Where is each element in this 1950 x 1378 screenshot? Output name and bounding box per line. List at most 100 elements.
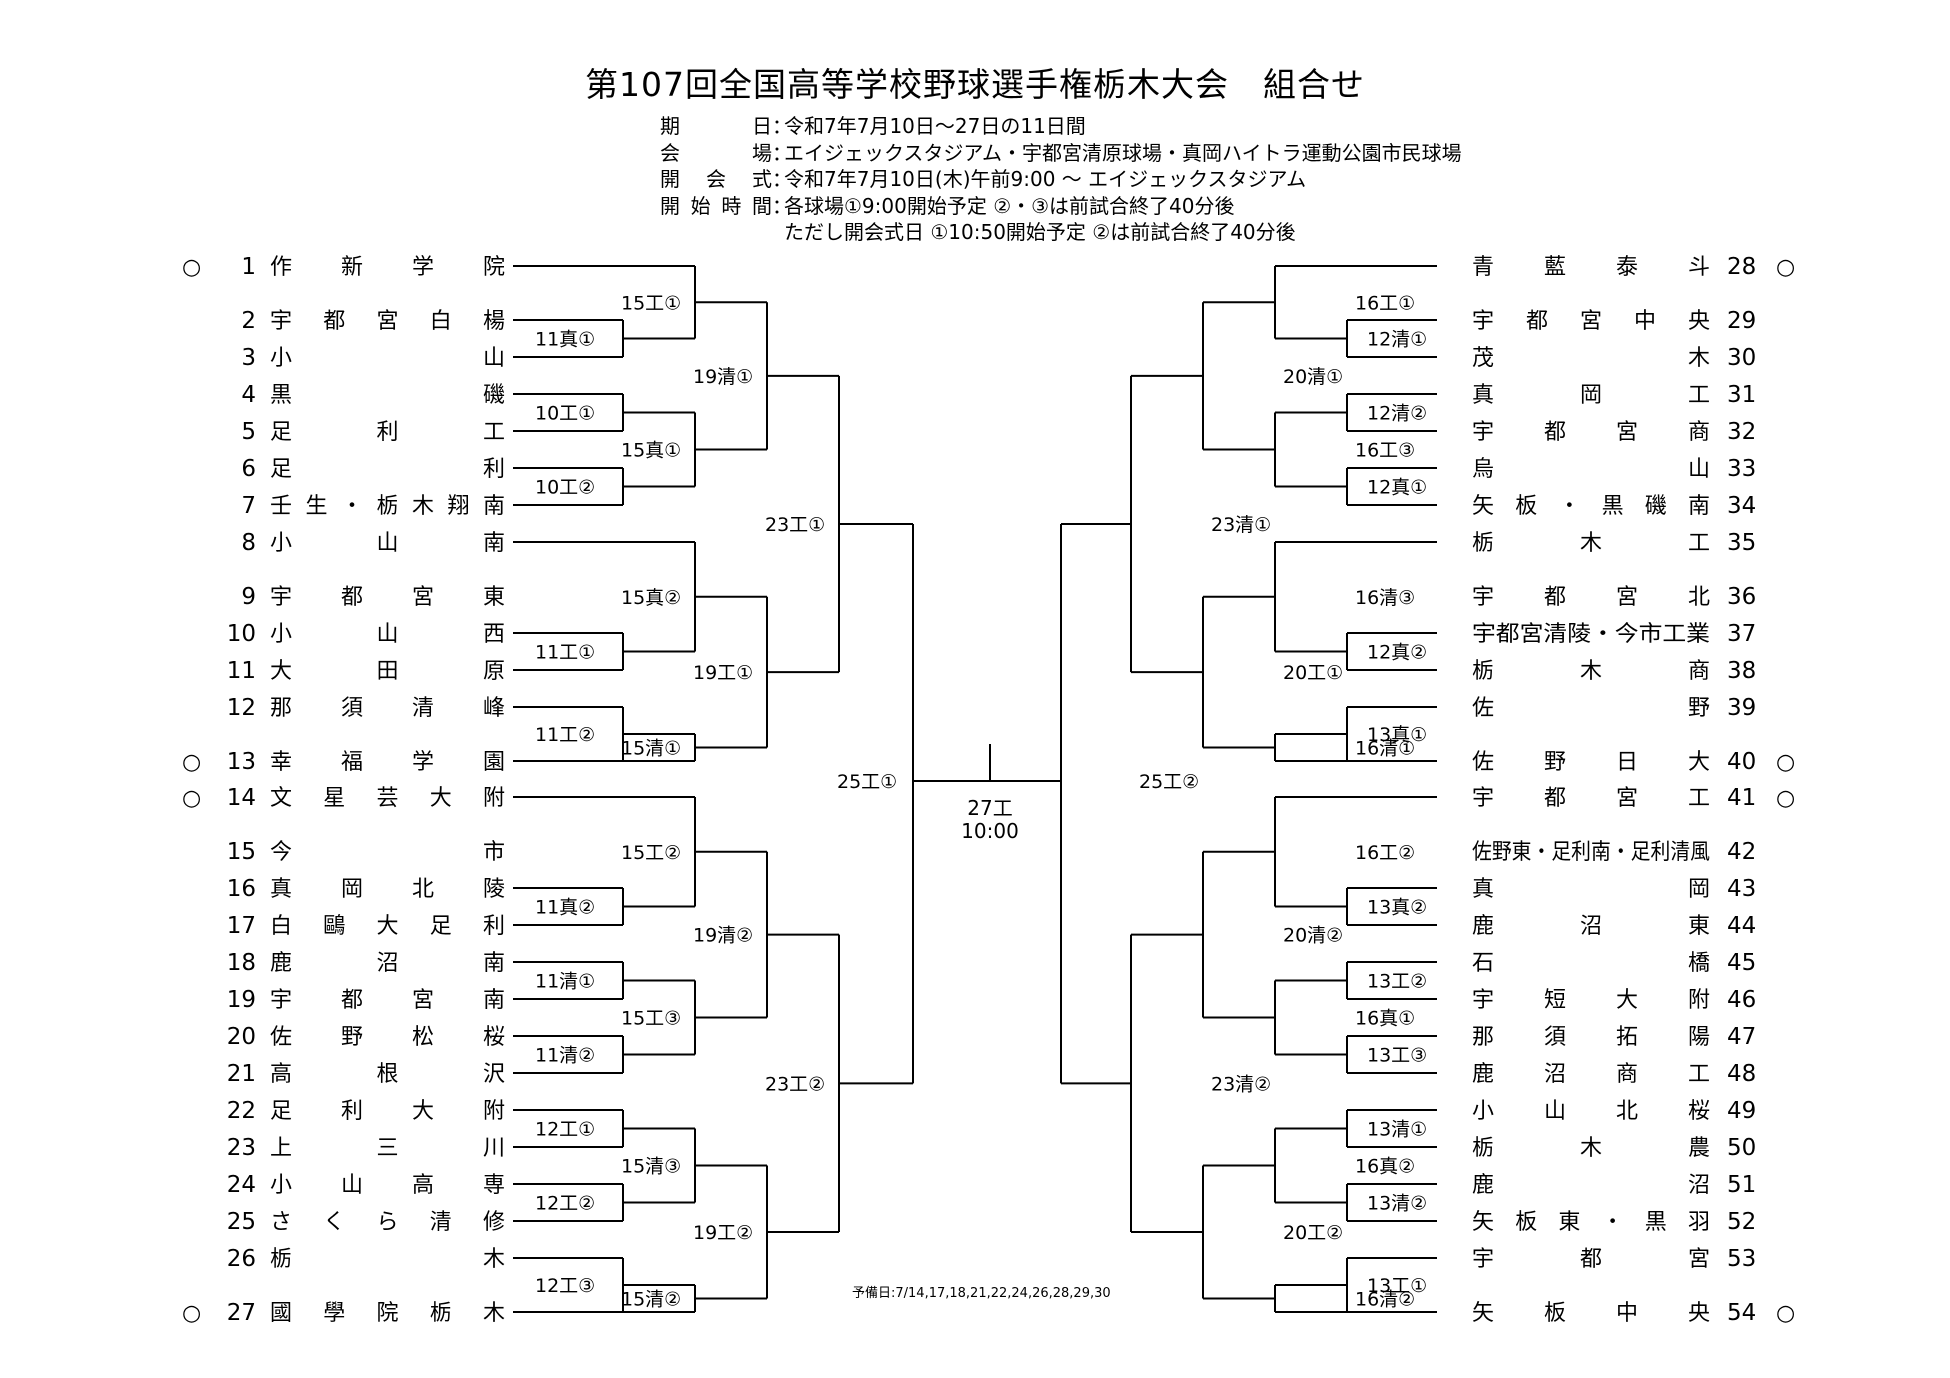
team-name: 宇都宮東 [270, 585, 505, 610]
team-number: 33 [1727, 456, 1756, 482]
team-number: 19 [227, 987, 256, 1013]
match-label: 13工② [1367, 971, 1427, 993]
team-name: 真岡工 [1472, 383, 1710, 408]
match-label: 19工② [693, 1222, 753, 1244]
match-label: 15工① [621, 292, 681, 314]
team-name: 宇都宮南 [270, 988, 505, 1013]
team-number: 24 [227, 1172, 256, 1198]
team-name: 烏山 [1472, 457, 1710, 482]
info-label: 会場 [660, 140, 772, 165]
match-label: 13清② [1367, 1193, 1427, 1215]
team-name: 石橋 [1472, 951, 1710, 976]
team-name: 鹿沼南 [270, 951, 505, 976]
match-label: 16真① [1355, 1008, 1415, 1030]
team-name: 大田原 [270, 659, 505, 684]
team-number: 51 [1727, 1172, 1756, 1198]
page-title: 第107回全国高等学校野球選手権栃木大会 組合せ [585, 65, 1365, 104]
team-number: 25 [227, 1209, 256, 1235]
team-number: 1 [241, 254, 256, 280]
match-label: 13真① [1367, 724, 1427, 746]
team-number: 32 [1727, 419, 1756, 445]
team-number: 46 [1727, 987, 1756, 1013]
team-number: 30 [1727, 345, 1756, 371]
match-label: 11工② [535, 724, 595, 746]
team-number: 6 [241, 456, 256, 482]
team-number: 36 [1727, 584, 1756, 610]
match-label: 16清② [1355, 1289, 1415, 1311]
team-name: 那須清峰 [270, 696, 505, 721]
match-label: 12工① [535, 1119, 595, 1141]
match-label: 23工① [765, 514, 825, 536]
match-label: 16清③ [1355, 587, 1415, 609]
team-name: 真岡 [1472, 877, 1710, 902]
team-number: 35 [1727, 530, 1756, 556]
seed-mark: ○ [1776, 786, 1795, 811]
team-number: 14 [227, 785, 256, 811]
info-value: エイジェックスタジアム・宇都宮清原球場・真岡ハイトラ運動公園市民球場 [784, 140, 1462, 165]
team-number: 10 [227, 621, 256, 647]
team-name: 佐野日大 [1472, 750, 1710, 775]
team-name: 小山西 [270, 622, 505, 647]
match-label: 15清③ [621, 1156, 681, 1178]
match-label: 20工① [1283, 662, 1343, 684]
team-name: 真岡北陵 [270, 877, 505, 902]
info-row: 会場：エイジェックスタジアム・宇都宮清原球場・真岡ハイトラ運動公園市民球場 [660, 140, 1462, 165]
team-number: 16 [227, 876, 256, 902]
team-name: 栃木 [270, 1247, 505, 1272]
team-number: 29 [1727, 308, 1756, 334]
match-label: 19清② [693, 925, 753, 947]
team-number: 43 [1727, 876, 1756, 902]
team-name: 宇都宮北 [1472, 585, 1710, 610]
seed-mark: ○ [1776, 1301, 1795, 1326]
team-number: 40 [1727, 749, 1756, 775]
team-name: 矢板東・黒羽 [1472, 1210, 1710, 1235]
team-number: 15 [227, 839, 256, 865]
team-name: 宇都宮中央 [1472, 309, 1710, 334]
team-name: 佐野松桜 [270, 1025, 505, 1050]
team-name: 那須拓陽 [1472, 1025, 1710, 1050]
seed-mark: ○ [1776, 750, 1795, 775]
team-number: 8 [241, 530, 256, 556]
match-label: 12真① [1367, 477, 1427, 499]
match-label: 25工② [1139, 771, 1199, 793]
match-label: 12工② [535, 1193, 595, 1215]
match-label: 15真② [621, 587, 681, 609]
team-name: 幸福学園 [270, 750, 505, 775]
seed-mark: ○ [182, 1301, 201, 1326]
team-number: 50 [1727, 1135, 1756, 1161]
team-name: 宇都宮工 [1472, 786, 1710, 811]
team-name: 佐野 [1472, 696, 1710, 721]
match-label: 11真① [535, 329, 595, 351]
team-number: 47 [1727, 1024, 1756, 1050]
final-match-label: 27工 [967, 796, 1012, 820]
match-label: 23清② [1211, 1073, 1271, 1095]
match-label: 15工③ [621, 1008, 681, 1030]
team-number: 34 [1727, 493, 1756, 519]
match-label: 16工② [1355, 842, 1415, 864]
team-name: 文星芸大附 [270, 786, 505, 811]
team-name: 栃木農 [1472, 1136, 1710, 1161]
team-number: 11 [227, 658, 256, 684]
match-label: 20清① [1283, 366, 1343, 388]
match-label: 13工① [1367, 1275, 1427, 1297]
team-name: 今市 [270, 840, 505, 865]
team-number: 45 [1727, 950, 1756, 976]
team-number: 12 [227, 695, 256, 721]
team-name: 鹿沼商工 [1472, 1062, 1710, 1087]
team-name: 國學院栃木 [270, 1301, 505, 1326]
team-number: 52 [1727, 1209, 1756, 1235]
team-number: 41 [1727, 785, 1756, 811]
team-name: さくら清修 [270, 1210, 505, 1235]
team-name: 栃木商 [1472, 659, 1710, 684]
team-number: 13 [227, 749, 256, 775]
info-row: 開始時間：各球場①9:00開始予定 ②・③は前試合終了40分後 [660, 193, 1235, 218]
info-label: 開始時間 [660, 193, 772, 218]
info-value: 令和7年7月10日～27日の11日間 [784, 114, 1086, 138]
team-name: 宇短大附 [1472, 988, 1710, 1013]
team-name: 宇都宮商 [1472, 420, 1710, 445]
team-name: 佐野東・足利南・足利清風 [1472, 840, 1710, 865]
team-number: 27 [227, 1300, 256, 1326]
team-name: 宇都宮清陵・今市工業 [1472, 622, 1710, 647]
team-name: 作新学院 [270, 255, 505, 280]
team-number: 21 [227, 1061, 256, 1087]
